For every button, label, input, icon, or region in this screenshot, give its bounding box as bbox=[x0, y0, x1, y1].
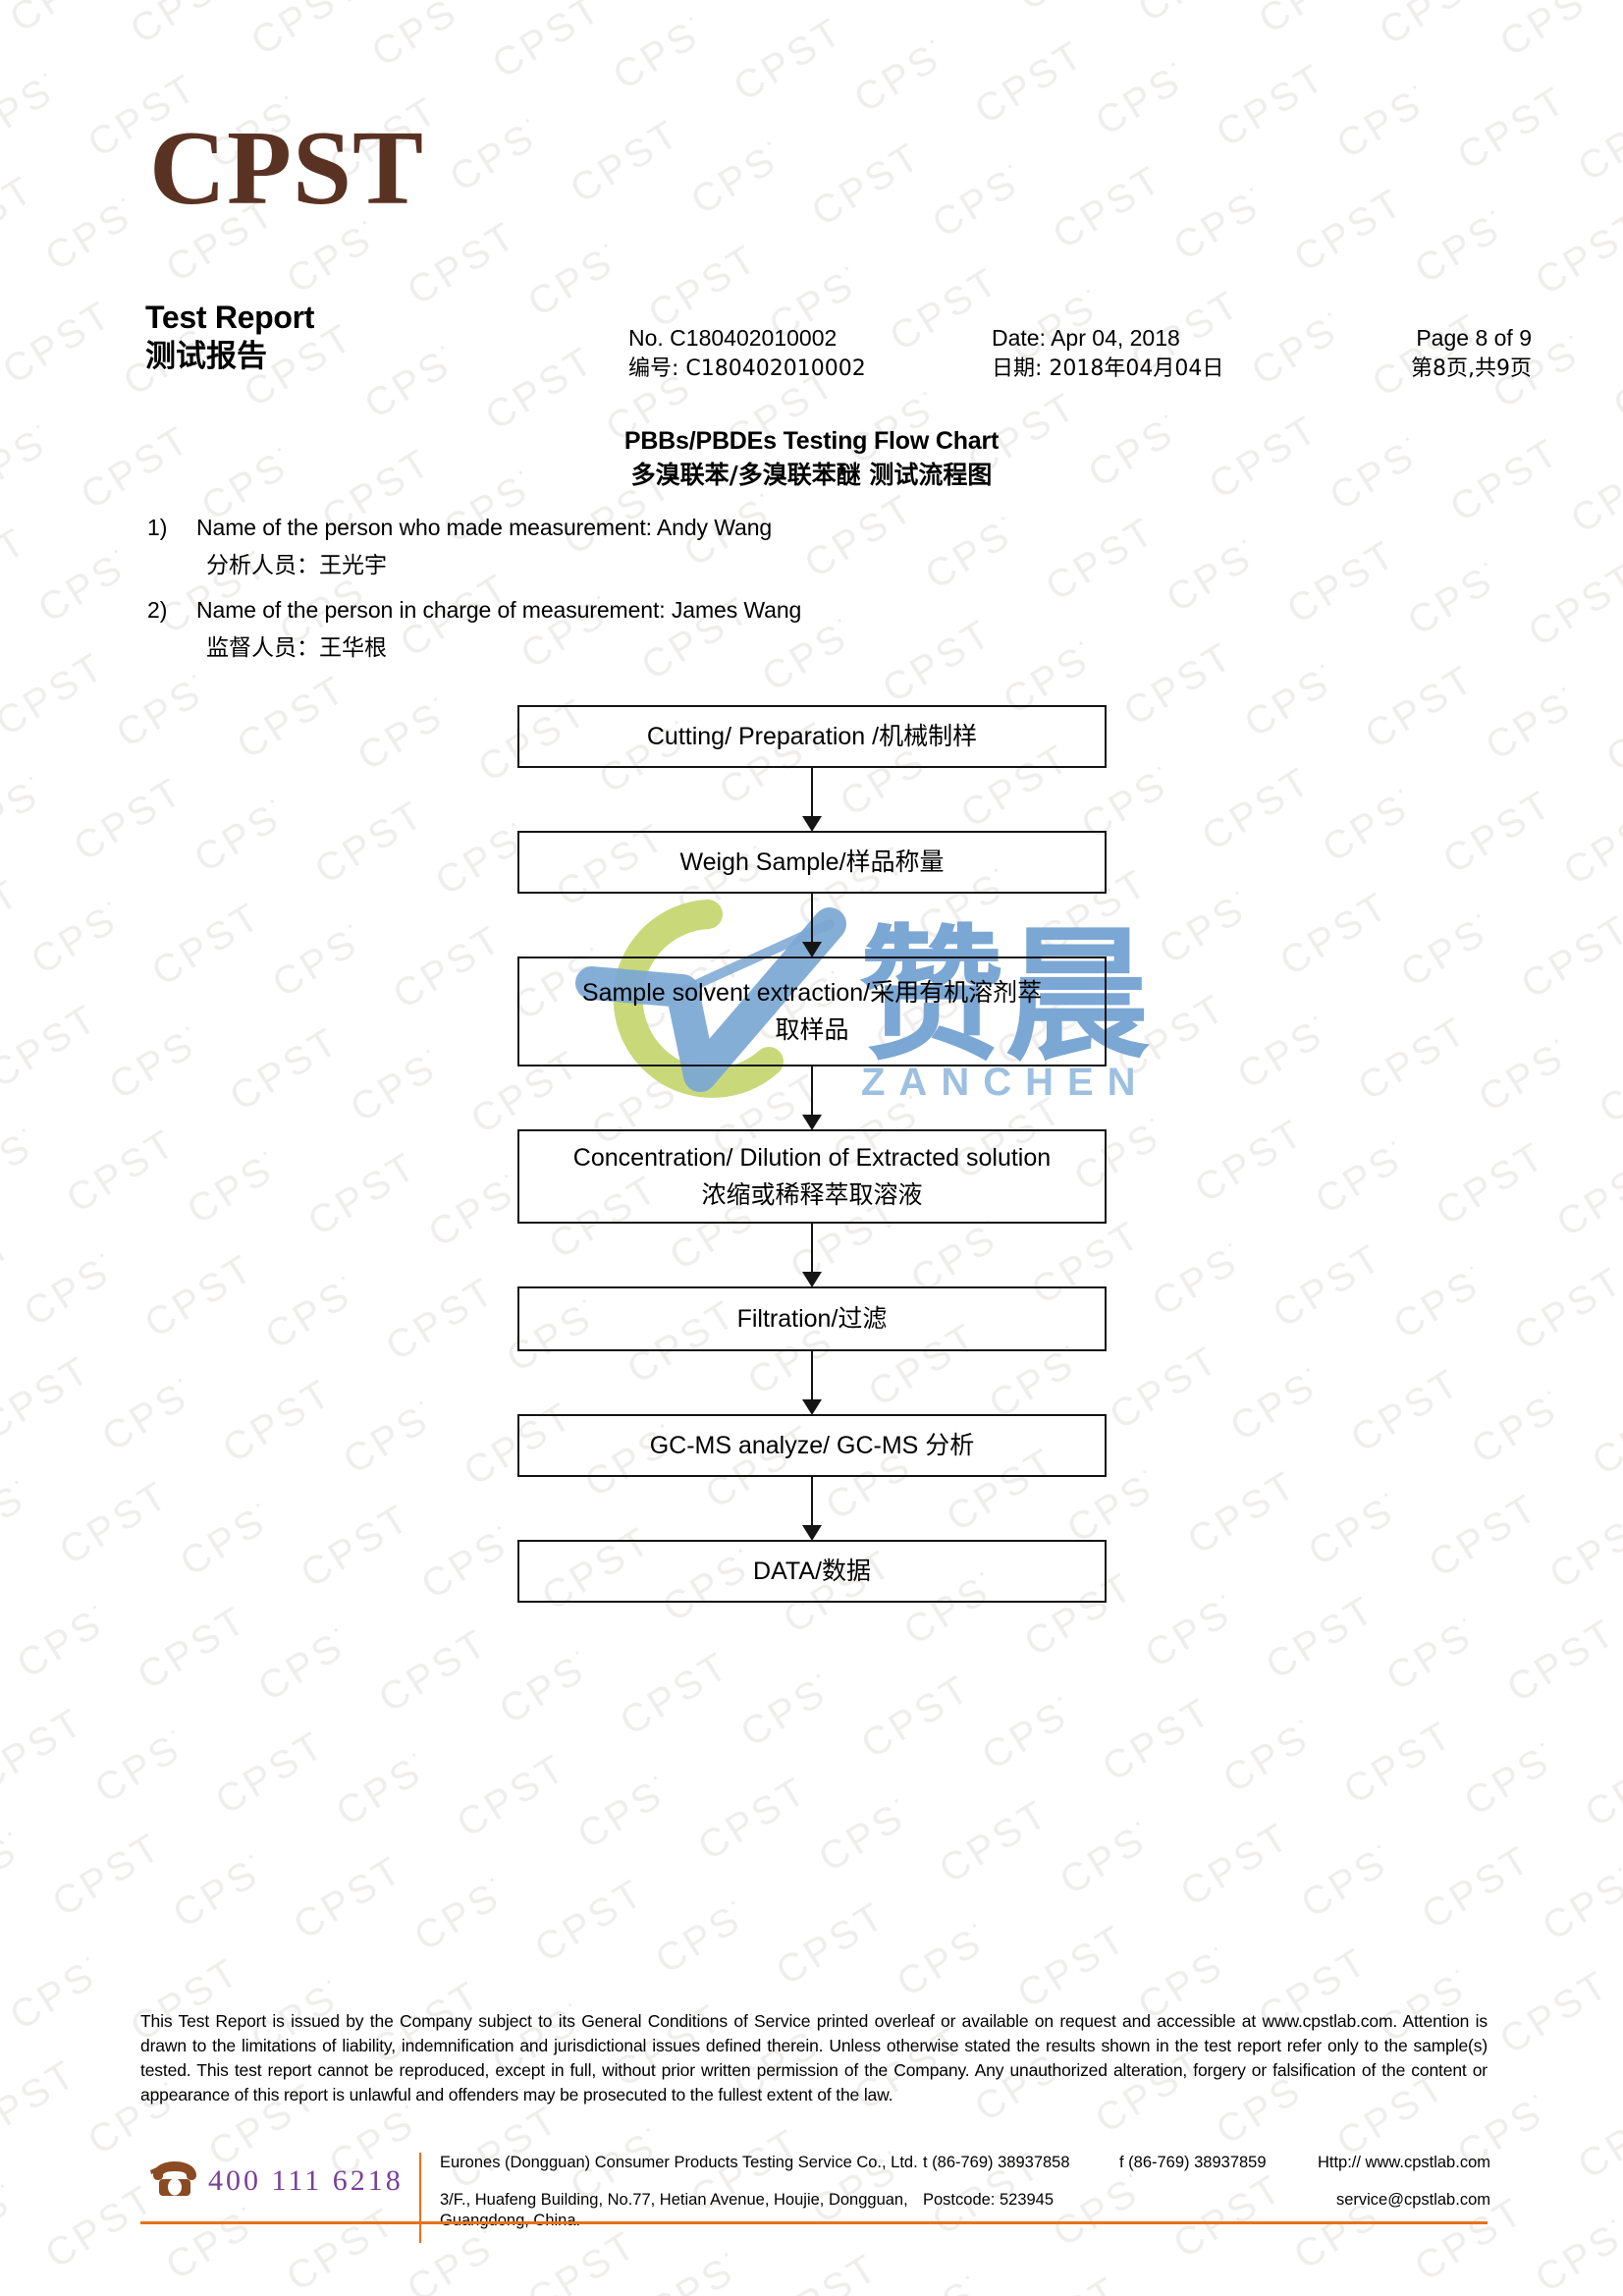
flow-step-label-cn: 分析 bbox=[925, 1431, 975, 1459]
analyst-name-cn: 分析人员：王光宇 bbox=[206, 553, 387, 578]
flow-arrow bbox=[517, 768, 1107, 832]
flow-step-label-cn: 过滤 bbox=[838, 1304, 888, 1333]
flow-chart-heading-cn: 多溴联苯/多溴联苯醚 测试流程图 bbox=[630, 461, 993, 489]
flow-step-gcms-analyze: GC-MS analyze/ GC-MS 分析 bbox=[517, 1414, 1107, 1477]
list-item-marker: 1) bbox=[147, 515, 168, 540]
supervisor-name-cn: 监督人员：王华根 bbox=[206, 635, 387, 661]
flow-step-data: DATA/数据 bbox=[517, 1540, 1107, 1603]
list-item: 2) Name of the person in charge of measu… bbox=[147, 591, 1325, 668]
hotline-number: 400 111 6218 bbox=[208, 2163, 404, 2197]
telephone-number: t (86-769) 38937858 bbox=[923, 2154, 1070, 2171]
report-page-block: Page 8 of 9 第8页,共9页 bbox=[1335, 322, 1532, 385]
report-date-en: Date: Apr 04, 2018 bbox=[992, 325, 1180, 351]
flow-step-solvent-extraction: Sample solvent extraction/采用有机溶剂萃 取样品 bbox=[517, 957, 1107, 1066]
flow-arrow bbox=[517, 1477, 1107, 1541]
flow-step-label-en: Concentration/ Dilution of Extracted sol… bbox=[572, 1144, 1052, 1172]
analyst-name-en: Name of the person who made measurement:… bbox=[196, 515, 773, 540]
report-date-block: Date: Apr 04, 2018 日期: 2018年04月04日 bbox=[992, 322, 1296, 385]
flow-chart-heading: PBBs/PBDEs Testing Flow Chart 多溴联苯/多溴联苯醚… bbox=[0, 424, 1623, 493]
flow-step-label-en: Filtration/ bbox=[736, 1305, 839, 1333]
flow-chart-heading-en: PBBs/PBDEs Testing Flow Chart bbox=[623, 427, 1000, 455]
flow-step-weigh-sample: Weigh Sample/样品称量 bbox=[517, 831, 1107, 894]
flow-step-label-cn: 样品称量 bbox=[845, 847, 945, 876]
flow-step-label-cn: 数据 bbox=[821, 1557, 871, 1585]
flow-step-label-en: Weigh Sample/ bbox=[679, 848, 846, 876]
flow-step-label-en: DATA/ bbox=[753, 1558, 822, 1585]
report-header-title: Test Report 测试报告 bbox=[145, 298, 568, 376]
report-page-en: Page 8 of 9 bbox=[1416, 325, 1532, 351]
flow-arrow bbox=[517, 894, 1107, 957]
report-number-en: No. C180402010002 bbox=[628, 325, 838, 351]
flow-step-label-cn: 采用有机溶剂萃 bbox=[870, 978, 1043, 1007]
personnel-list: 1) Name of the person who made measureme… bbox=[147, 509, 1325, 674]
cpst-logo: CPST bbox=[149, 110, 425, 227]
flow-step-concentration-dilution: Concentration/ Dilution of Extracted sol… bbox=[517, 1129, 1107, 1224]
company-name: Eurones (Dongguan) Consumer Products Tes… bbox=[440, 2154, 918, 2171]
email-address[interactable]: service@cpstlab.com bbox=[1335, 2191, 1490, 2209]
disclaimer-text: This Test Report is issued by the Compan… bbox=[140, 2011, 1488, 2105]
flow-step-label-en: GC-MS analyze/ GC-MS bbox=[649, 1432, 926, 1459]
report-title-en: Test Report bbox=[145, 300, 315, 335]
supervisor-name-en: Name of the person in charge of measurem… bbox=[196, 597, 802, 623]
report-page-cn: 第8页,共9页 bbox=[1411, 356, 1532, 381]
hotline-block: 400 111 6218 bbox=[149, 2157, 404, 2205]
flow-step-label-en: Sample solvent extraction/ bbox=[581, 979, 871, 1007]
flow-arrow bbox=[517, 1351, 1107, 1415]
website-url[interactable]: Http:// www.cpstlab.com bbox=[1317, 2154, 1490, 2171]
report-meta-row: No. C180402010002 编号: C180402010002 Date… bbox=[628, 322, 1532, 385]
fax-number: f (86-769) 38937859 bbox=[1119, 2154, 1267, 2171]
report-date-cn: 日期: 2018年04月04日 bbox=[992, 356, 1224, 381]
report-title-cn: 测试报告 bbox=[145, 339, 267, 374]
footer-vertical-divider bbox=[419, 2153, 421, 2243]
report-number-cn: 编号: C180402010002 bbox=[628, 356, 866, 381]
company-address: 3/F., Huafeng Building, No.77, Hetian Av… bbox=[440, 2191, 908, 2229]
flow-step-label-cn-line2: 取样品 bbox=[775, 1015, 849, 1044]
list-item-marker: 2) bbox=[147, 597, 168, 623]
testing-flow-chart: Cutting/ Preparation /机械制样 Weigh Sample/… bbox=[517, 705, 1107, 1603]
flow-arrow bbox=[517, 1066, 1107, 1130]
flow-step-filtration: Filtration/过滤 bbox=[517, 1286, 1107, 1351]
footer-row-company: Eurones (Dongguan) Consumer Products Tes… bbox=[440, 2153, 1490, 2190]
footer-accent-rule bbox=[140, 2221, 1488, 2224]
flow-step-label-cn-line2: 浓缩或稀释萃取溶液 bbox=[701, 1180, 923, 1209]
list-item: 1) Name of the person who made measureme… bbox=[147, 509, 1325, 585]
postcode: Postcode: 523945 bbox=[923, 2191, 1055, 2209]
flow-arrow bbox=[517, 1224, 1107, 1287]
telephone-icon bbox=[149, 2157, 200, 2205]
report-number-block: No. C180402010002 编号: C180402010002 bbox=[628, 322, 952, 385]
footer-contact-info: Eurones (Dongguan) Consumer Products Tes… bbox=[440, 2153, 1490, 2229]
flow-step-label-cn: 机械制样 bbox=[879, 722, 978, 750]
flow-step-cutting-preparation: Cutting/ Preparation /机械制样 bbox=[517, 705, 1107, 768]
flow-step-label-en: Cutting/ Preparation / bbox=[646, 723, 880, 750]
